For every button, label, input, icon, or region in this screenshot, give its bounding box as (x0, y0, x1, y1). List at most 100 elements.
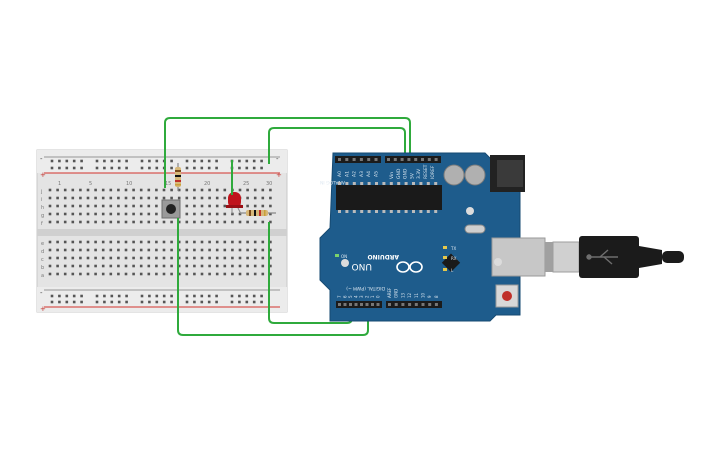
breadboard-hole[interactable] (223, 188, 227, 192)
breadboard-hole[interactable] (177, 264, 181, 268)
rail-hole[interactable] (260, 159, 263, 163)
breadboard-hole[interactable] (215, 212, 219, 216)
breadboard-hole[interactable] (215, 204, 219, 208)
breadboard-hole[interactable] (193, 188, 196, 192)
breadboard-hole[interactable] (79, 212, 82, 216)
rail-hole[interactable] (95, 159, 99, 163)
rail-hole[interactable] (207, 300, 211, 304)
breadboard-hole[interactable] (48, 188, 52, 192)
breadboard-hole[interactable] (139, 264, 143, 268)
breadboard-hole[interactable] (48, 264, 52, 268)
breadboard-hole[interactable] (170, 248, 173, 252)
rail-hole[interactable] (252, 166, 256, 170)
rail-hole[interactable] (140, 300, 144, 304)
rail-hole[interactable] (110, 300, 114, 304)
breadboard-hole[interactable] (253, 196, 257, 200)
breadboard-hole[interactable] (94, 256, 97, 260)
analog-pin-hole[interactable] (374, 158, 378, 161)
breadboard-hole[interactable] (101, 204, 105, 208)
power-pin-hole[interactable] (421, 158, 424, 161)
rail-hole[interactable] (230, 300, 234, 304)
breadboard-hole[interactable] (124, 240, 128, 244)
breadboard-hole[interactable] (117, 220, 120, 224)
breadboard-hole[interactable] (162, 196, 166, 200)
breadboard-hole[interactable] (162, 188, 166, 192)
rail-hole[interactable] (185, 166, 189, 170)
rail-hole[interactable] (238, 294, 241, 298)
breadboard-hole[interactable] (253, 264, 257, 268)
rail-hole[interactable] (58, 294, 61, 298)
rail-hole[interactable] (140, 166, 144, 170)
breadboard-hole[interactable] (63, 272, 67, 276)
breadboard-hole[interactable] (63, 264, 67, 268)
breadboard-hole[interactable] (94, 212, 97, 216)
digital-pin-hole[interactable] (434, 303, 438, 306)
breadboard-hole[interactable] (208, 204, 211, 208)
breadboard-hole[interactable] (261, 240, 265, 244)
breadboard-hole[interactable] (200, 240, 204, 244)
breadboard-hole[interactable] (215, 272, 219, 276)
breadboard-hole[interactable] (223, 220, 227, 224)
breadboard-hole[interactable] (63, 240, 67, 244)
rail-hole[interactable] (95, 166, 99, 170)
breadboard-hole[interactable] (79, 196, 82, 200)
rail-hole[interactable] (95, 300, 99, 304)
breadboard-hole[interactable] (86, 240, 90, 244)
breadboard-hole[interactable] (56, 248, 59, 252)
digital-pin-hole[interactable] (349, 303, 352, 306)
breadboard-hole[interactable] (109, 212, 113, 216)
breadboard-hole[interactable] (101, 212, 105, 216)
digital-pin-hole[interactable] (408, 303, 412, 306)
breadboard-hole[interactable] (215, 188, 219, 192)
breadboard-hole[interactable] (253, 248, 257, 252)
breadboard-holes[interactable] (48, 159, 272, 304)
breadboard-hole[interactable] (132, 240, 135, 244)
breadboard-hole[interactable] (117, 248, 120, 252)
breadboard-hole[interactable] (177, 240, 181, 244)
breadboard-hole[interactable] (238, 188, 242, 192)
breadboard-hole[interactable] (177, 248, 181, 252)
breadboard-hole[interactable] (132, 188, 135, 192)
breadboard-hole[interactable] (109, 240, 113, 244)
breadboard-hole[interactable] (147, 196, 151, 200)
breadboard-hole[interactable] (147, 240, 151, 244)
breadboard-hole[interactable] (170, 272, 173, 276)
breadboard-hole[interactable] (208, 212, 211, 216)
rail-hole[interactable] (148, 166, 151, 170)
breadboard-hole[interactable] (170, 188, 173, 192)
usb-cable[interactable] (552, 236, 684, 278)
breadboard-hole[interactable] (109, 248, 113, 252)
breadboard-hole[interactable] (124, 204, 128, 208)
breadboard-hole[interactable] (177, 256, 181, 260)
rail-hole[interactable] (185, 294, 189, 298)
breadboard-hole[interactable] (124, 188, 128, 192)
rail-hole[interactable] (148, 159, 151, 163)
breadboard-hole[interactable] (71, 212, 75, 216)
breadboard-hole[interactable] (86, 196, 90, 200)
breadboard-hole[interactable] (48, 256, 52, 260)
breadboard-hole[interactable] (269, 256, 272, 260)
breadboard-hole[interactable] (109, 220, 113, 224)
rail-hole[interactable] (170, 159, 173, 163)
rail-hole[interactable] (65, 300, 69, 304)
breadboard-hole[interactable] (71, 196, 75, 200)
breadboard-hole[interactable] (162, 220, 166, 224)
breadboard-hole[interactable] (117, 188, 120, 192)
breadboard-hole[interactable] (101, 188, 105, 192)
rail-hole[interactable] (110, 166, 114, 170)
rail-hole[interactable] (200, 166, 204, 170)
digital-header-low[interactable] (336, 301, 382, 308)
rail-hole[interactable] (170, 294, 173, 298)
rail-hole[interactable] (207, 166, 211, 170)
rail-hole[interactable] (238, 166, 241, 170)
breadboard-hole[interactable] (208, 220, 211, 224)
rail-hole[interactable] (110, 159, 114, 163)
breadboard-hole[interactable] (79, 204, 82, 208)
breadboard-hole[interactable] (269, 220, 272, 224)
rail-hole[interactable] (58, 300, 61, 304)
breadboard-hole[interactable] (94, 272, 97, 276)
power-header[interactable] (385, 156, 441, 163)
power-pin-hole[interactable] (387, 158, 390, 161)
wire-5v[interactable] (164, 117, 411, 188)
